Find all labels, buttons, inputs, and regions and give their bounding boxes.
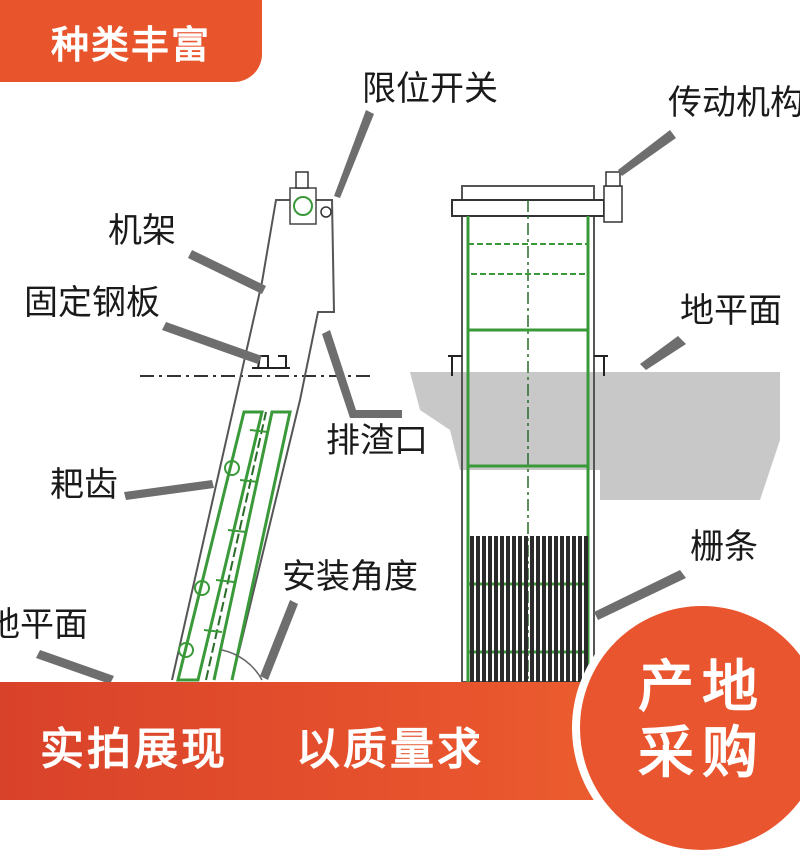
- leader-fixed-plate: [162, 322, 262, 364]
- grid-bar: [494, 536, 498, 682]
- drive-motor-cap: [605, 171, 621, 187]
- grid-bar: [536, 536, 540, 682]
- grid-bar: [548, 536, 552, 682]
- inclined-machine: [171, 171, 336, 682]
- rake-sprocket-3: [178, 642, 194, 658]
- label-grid-bars: 栅条: [690, 527, 758, 567]
- leader-install-angle: [260, 600, 298, 680]
- grid-bar: [500, 536, 504, 682]
- grid-bar: [506, 536, 510, 682]
- grille-machine-drawing: [36, 110, 780, 684]
- label-drive: 传动机构: [668, 83, 800, 123]
- leader-grid-bars: [594, 570, 686, 620]
- bottom-left-text: 实拍展现: [40, 724, 228, 775]
- grid-bar: [530, 536, 534, 682]
- grid-bar: [584, 536, 588, 682]
- rake-sprocket-1: [224, 460, 240, 476]
- leader-discharge: [322, 330, 402, 418]
- label-rake: 耙齿: [50, 465, 118, 505]
- grid-bar: [512, 536, 516, 682]
- category-badge: 种类丰富: [0, 0, 262, 82]
- leader-frame: [188, 250, 266, 294]
- ground-support-left: [448, 355, 462, 376]
- label-install-angle: 安装角度: [282, 557, 418, 597]
- grid-bar: [560, 536, 564, 682]
- grid-bar: [566, 536, 570, 682]
- leader-rake: [124, 480, 214, 500]
- head-pulley: [293, 196, 313, 216]
- grid-bar: [476, 536, 480, 682]
- limit-switch-knob: [320, 206, 332, 218]
- leader-drive: [618, 130, 676, 176]
- grid-bar: [488, 536, 492, 682]
- label-discharge: 排渣口: [326, 421, 428, 461]
- grid-bar: [554, 536, 558, 682]
- frame-outline: [171, 199, 336, 681]
- drive-motor: [603, 185, 623, 223]
- leader-limit-switch: [334, 110, 374, 198]
- rake-chain-inner: [212, 410, 292, 681]
- grid-bar: [542, 536, 546, 682]
- label-ground-right: 地平面: [680, 291, 782, 331]
- bottom-middle-text: 以质量求: [296, 724, 484, 775]
- install-angle-arc: [221, 649, 263, 681]
- rake-sprocket-2: [194, 580, 210, 596]
- grid-bar: [470, 536, 474, 682]
- rake-teeth: [203, 429, 269, 633]
- circle-line1: 产地: [638, 655, 766, 720]
- grid-bar: [578, 536, 582, 682]
- leader-lines: [36, 110, 686, 684]
- rake-band-top: [467, 243, 589, 275]
- label-frame: 机架: [108, 211, 176, 251]
- limit-switch-device: [295, 171, 309, 189]
- circle-line2: 采购: [638, 721, 766, 786]
- grid-bar: [518, 536, 522, 682]
- grid-bar: [524, 536, 528, 682]
- grid-bar: [482, 536, 486, 682]
- label-ground-left: 地平面: [0, 605, 88, 645]
- ground-support-right: [594, 355, 608, 376]
- label-limit-switch: 限位开关: [362, 69, 498, 109]
- category-badge-text: 种类丰富: [50, 22, 211, 67]
- grid-bar: [572, 536, 576, 682]
- rake-center-line: [205, 411, 267, 681]
- grid-bars: [470, 536, 588, 682]
- leader-ground-left: [36, 650, 114, 684]
- leader-ground-right: [640, 336, 686, 370]
- label-fixed-plate: 固定钢板: [24, 283, 160, 323]
- rake-chain: [176, 410, 264, 682]
